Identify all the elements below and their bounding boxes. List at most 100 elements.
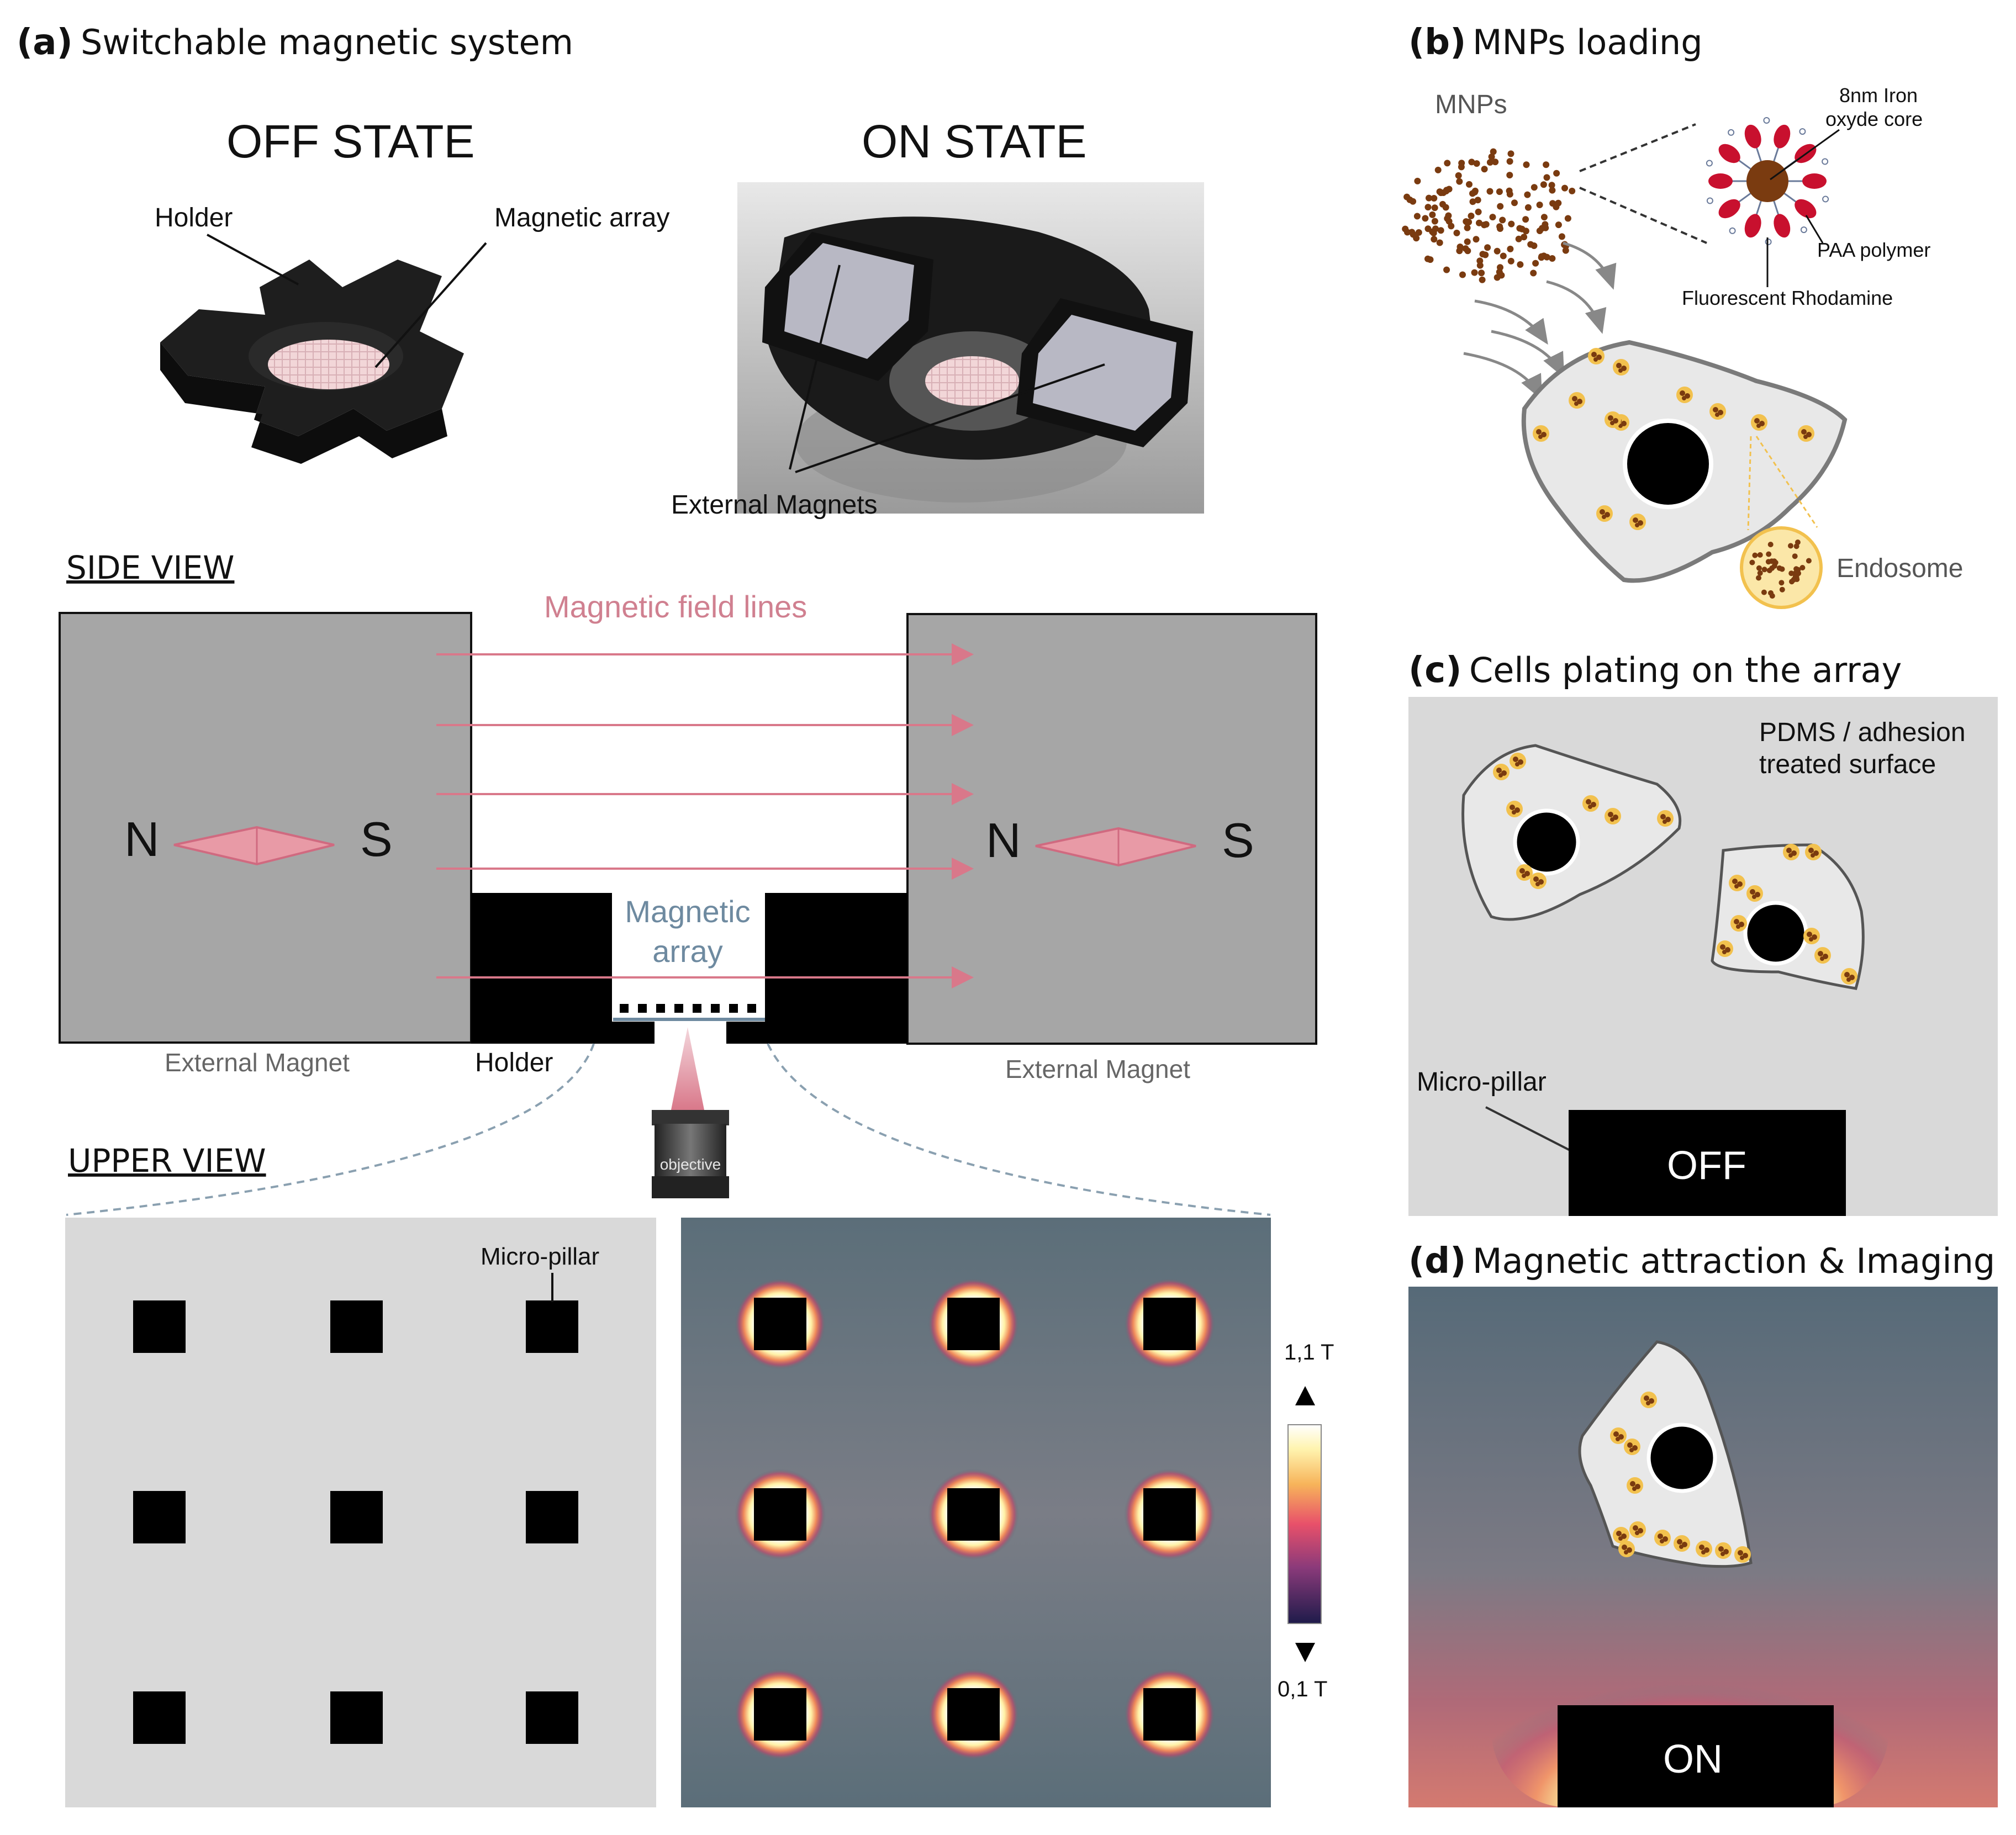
array-label-line2: array [652,934,723,969]
mnp-particle [1468,213,1475,219]
endosome [1510,753,1526,769]
mnp-particle [1549,187,1556,194]
field-lines [436,643,974,988]
surface-label-line2: treated surface [1759,750,1936,779]
endosome [1613,1527,1629,1543]
endosome [1805,844,1822,860]
mnp-particle [1459,271,1466,278]
on-state-label: ON [1663,1737,1723,1781]
rhodamine-petal [1744,124,1761,149]
upper-view-heading: UPPER VIEW [68,1142,266,1180]
endosome [1696,1541,1712,1557]
mnp-particle [1422,215,1429,222]
rhodamine-petal [1802,173,1827,189]
mnp-particle [1532,260,1539,267]
mnp-particle [1444,160,1451,167]
mnp-particle [1555,221,1562,229]
rhodamine-petal [1718,144,1740,163]
mnp-particle [1569,187,1576,194]
mnp-particle [1436,188,1443,195]
nucleus-c-1 [1513,808,1580,876]
endosome [1783,844,1799,860]
mnp-particle [1523,161,1530,168]
rhodamine-petal [1708,173,1733,189]
pillar [526,1691,578,1744]
mnp-particle [1486,188,1493,195]
mnp-particle [1488,153,1495,160]
mnp-particle [1492,158,1499,166]
mnp-particle [1456,178,1463,185]
mnp-particle [1458,160,1465,167]
mnp-particle [1481,221,1488,229]
endosome [1803,928,1820,944]
nucleus-b [1623,419,1713,509]
pillar-field [735,1469,826,1560]
magnetic-array-leader [374,242,487,368]
pillar [330,1491,383,1543]
endosome [1624,1439,1640,1455]
endosome [1709,403,1726,420]
mnp-particle [1490,148,1497,155]
mnp-particle [1564,215,1571,222]
external-magnet-left-label: External Magnet [165,1048,350,1077]
magnetic-array-disc [268,340,389,389]
panel-a-letter: (a) [17,22,73,63]
pillar [526,1491,578,1543]
endosome [1582,795,1599,812]
mnp-particle [1540,214,1548,221]
panel-c-title: Cells plating on the array [1469,650,1902,690]
side-view-heading: SIDE VIEW [66,549,234,586]
mnp-particle [1562,247,1569,254]
zoom-dash-bottom [1579,187,1707,244]
external-magnets-label: External Magnets [671,490,878,520]
cell-c-endosomes [1493,753,1857,985]
mnp-particle [1443,266,1450,273]
mnp-particle [1403,193,1411,200]
holder-label: Holder [155,203,233,232]
array-pillars [620,1004,756,1013]
mnps-label: MNPs [1435,90,1507,119]
off-state-label: OFF [1667,1144,1746,1188]
pillar-field [735,1669,826,1760]
holder-lip-left [612,1022,655,1044]
mnp-particle [1462,245,1469,252]
mnp-particle [1455,172,1462,179]
mnp-particle [1496,223,1503,230]
ext-magnet-leader-2 [795,363,1105,473]
rhodamine-petal [1795,199,1817,219]
polymer-leader [1805,215,1824,244]
mnp-particle [1464,219,1471,226]
mnp-particle [1445,186,1453,193]
pillar-field [735,1278,826,1369]
endosome [1506,801,1523,817]
pole-n-left: N [124,812,160,866]
mnp-particle [1507,257,1514,265]
mnp-particle [1453,229,1460,236]
cell-d-endosomes [1610,1392,1751,1563]
endosome-dash-1 [1747,436,1752,531]
core-label-line2: oxyde core [1825,108,1923,130]
mnp-particle [1516,225,1523,232]
endosome [1605,808,1621,824]
endosome [1618,1541,1635,1557]
mnp-particle [1473,160,1480,167]
endosome [1530,872,1547,889]
holder-lip-right [726,1022,765,1044]
micro-pillar-label-upper: Micro-pillar [481,1243,599,1270]
mnp-particle [1521,234,1528,241]
colorbar-min-label: 0,1 T [1278,1677,1327,1701]
colorbar-max-label: 1,1 T [1284,1340,1334,1365]
micro-pillar-off [1569,1110,1846,1216]
mnp-particle [1522,228,1529,235]
pillar-field [1124,1669,1215,1760]
mnp-particle [1543,174,1550,181]
mnp-particle [1437,227,1444,234]
mnp-particle [1464,224,1471,231]
mnp-particle [1524,204,1532,211]
mnp-particle [1489,214,1496,221]
endosome [1730,915,1747,932]
endosome [1533,425,1549,442]
external-magnet-right-block [1016,298,1193,447]
nanoparticle-detail [1706,117,1829,245]
mnp-particle [1469,198,1476,205]
